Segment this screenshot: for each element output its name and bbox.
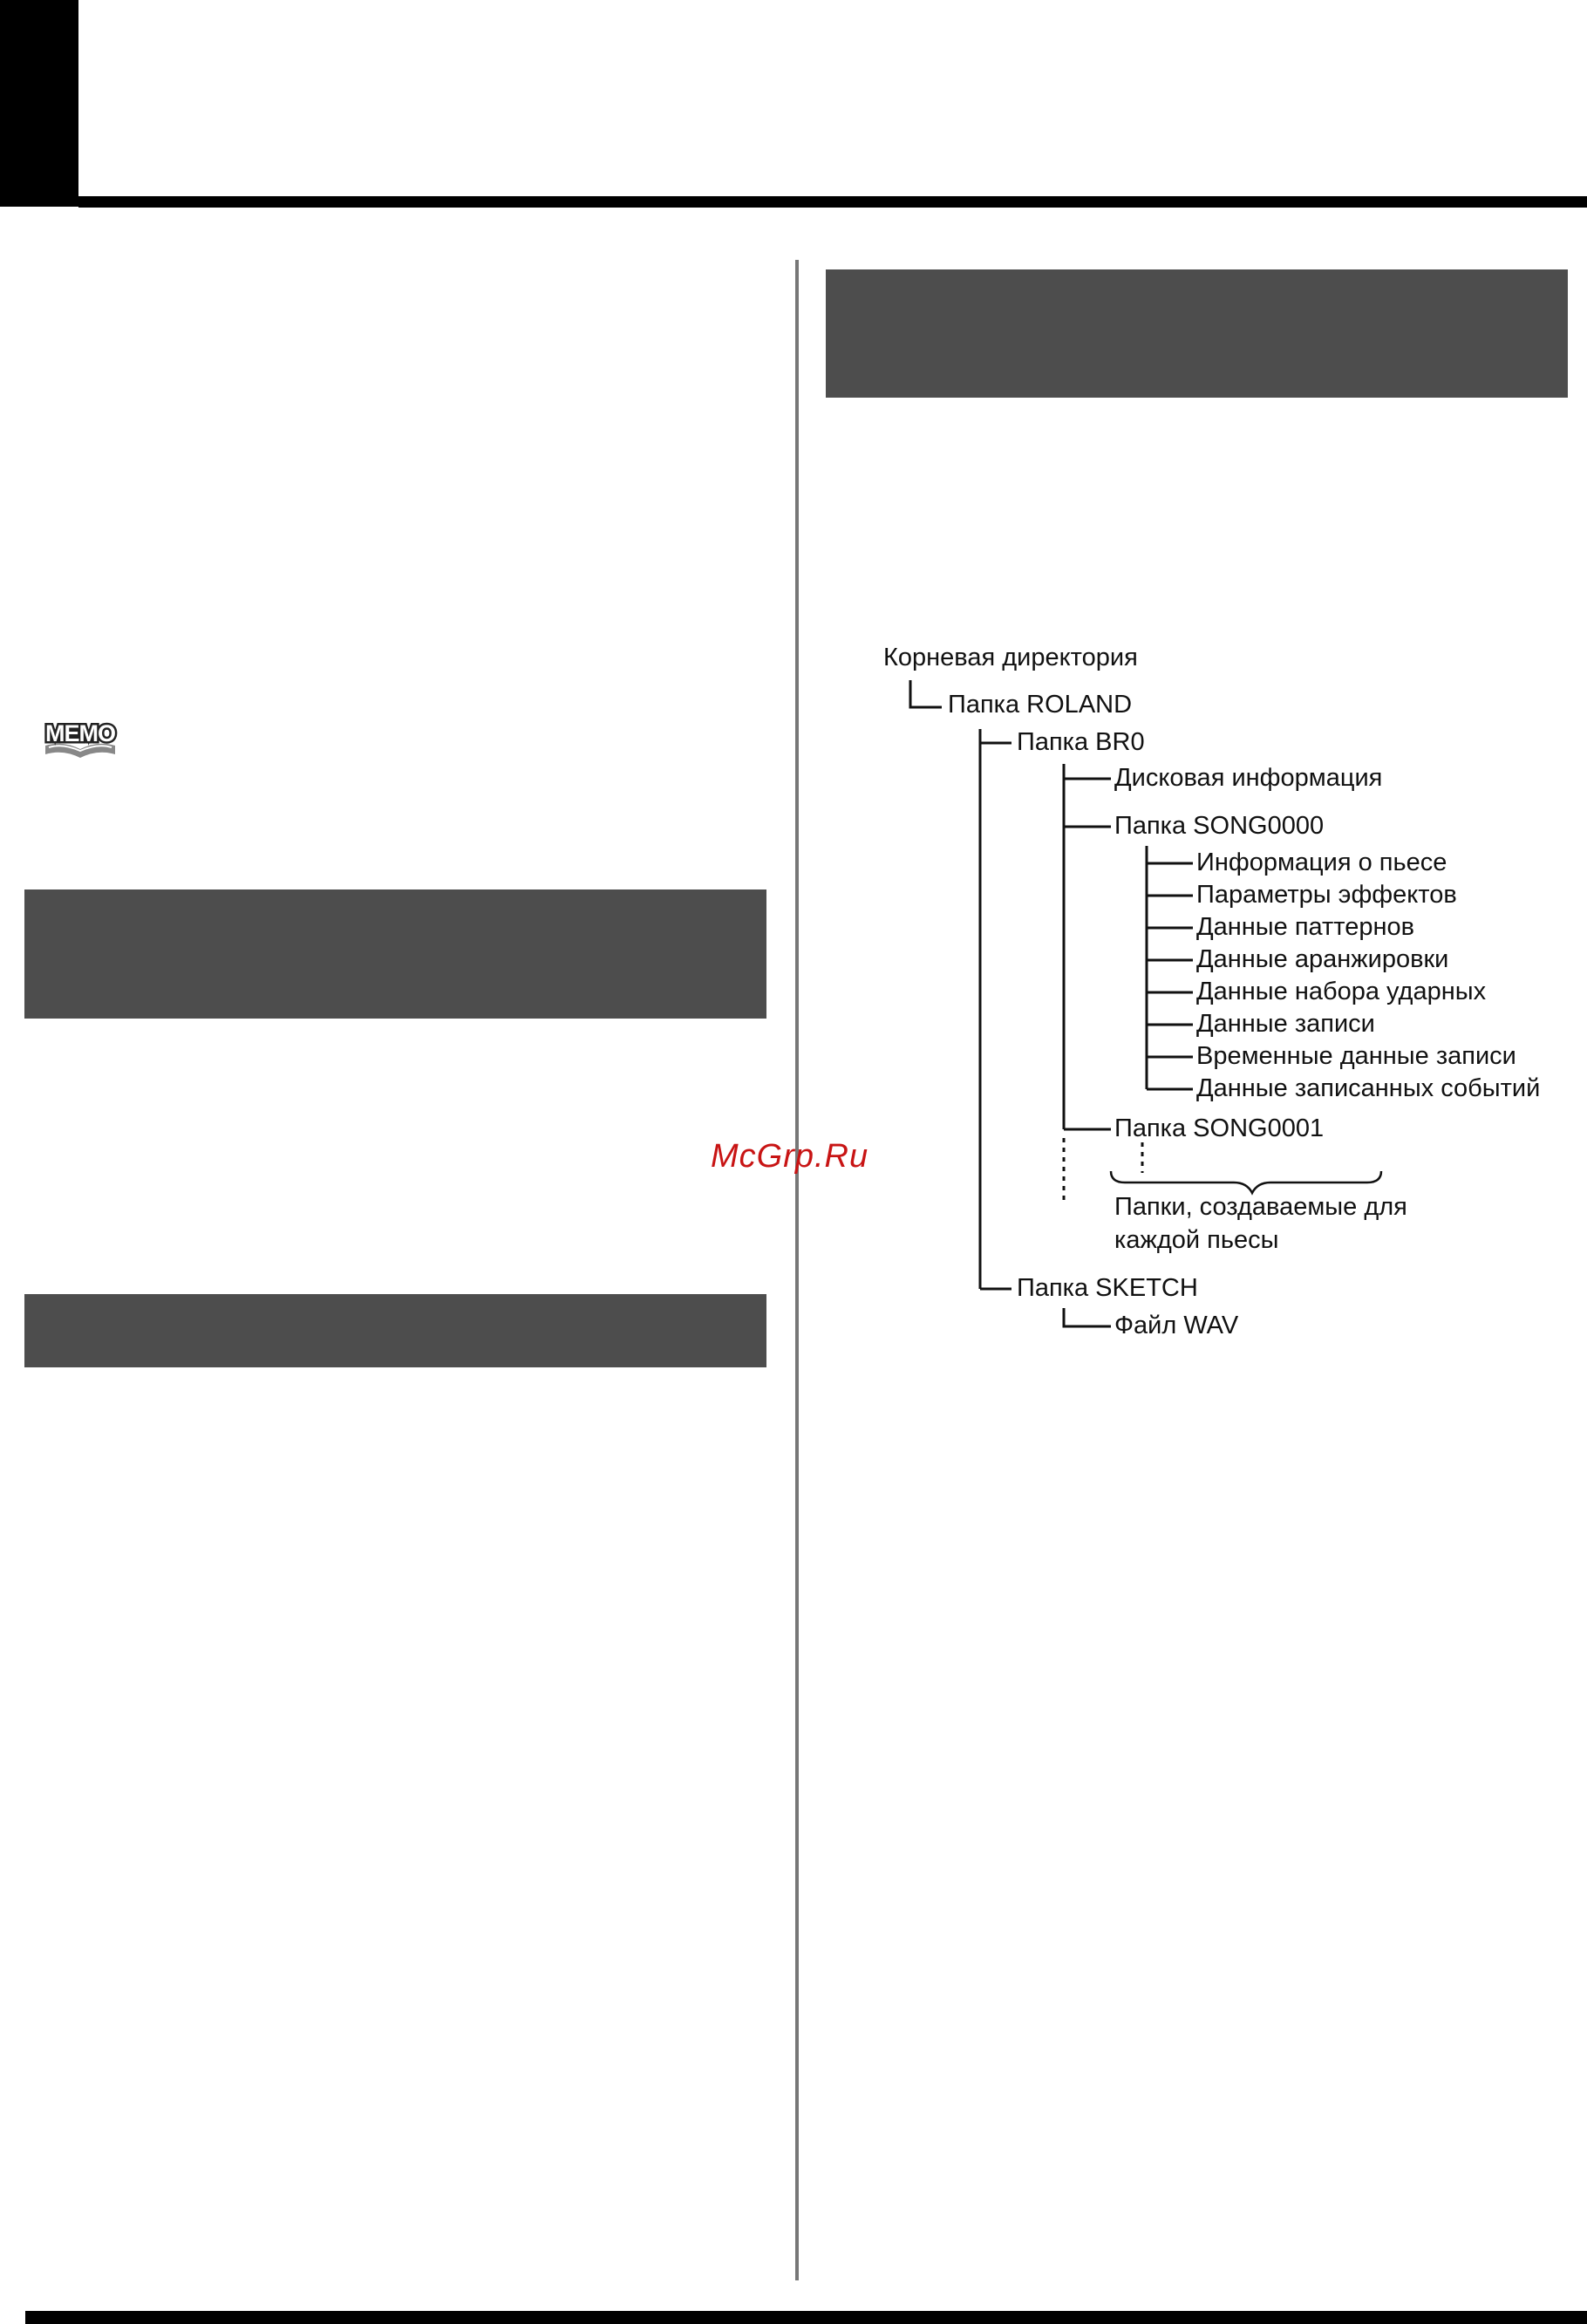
watermark: McGrp.Ru bbox=[711, 1138, 869, 1175]
tree-song-item: Временные данные записи bbox=[1196, 1042, 1516, 1070]
tree-song-item: Данные набора ударных bbox=[1196, 978, 1487, 1005]
tree-folder-sketch: Папка SKETCH bbox=[1017, 1274, 1198, 1302]
header-rule bbox=[78, 196, 1587, 208]
tree-song-item: Информация о пьесе bbox=[1196, 848, 1447, 876]
chapter-tab bbox=[0, 0, 78, 207]
tree-file-wav: Файл WAV bbox=[1114, 1312, 1239, 1339]
tree-song-item: Данные паттернов bbox=[1196, 913, 1415, 941]
tree-root-label: Корневая директория bbox=[883, 644, 1138, 671]
tree-note-line-2: каждой пьесы bbox=[1114, 1226, 1279, 1254]
tree-song-item: Параметры эффектов bbox=[1196, 881, 1457, 909]
svg-text:MEMO: MEMO bbox=[45, 720, 115, 746]
tree-folder-song0000: Папка SONG0000 bbox=[1114, 812, 1325, 840]
section-header-bar-3 bbox=[826, 269, 1568, 398]
column-divider bbox=[795, 260, 799, 2280]
tree-song-item: Данные записанных событий bbox=[1196, 1074, 1541, 1102]
tree-folder-roland: Папка ROLAND bbox=[948, 691, 1133, 719]
tree-note-line-1: Папки, создаваемые для bbox=[1114, 1193, 1407, 1221]
tree-item-disk-info: Дисковая информация bbox=[1114, 764, 1383, 792]
section-header-bar-2 bbox=[24, 1294, 766, 1367]
memo-book-icon: MEMO bbox=[44, 719, 119, 758]
section-header-bar-1 bbox=[24, 889, 766, 1019]
tree-folder-song0001: Папка SONG0001 bbox=[1114, 1114, 1325, 1142]
tree-song-item: Данные записи bbox=[1196, 1010, 1375, 1038]
tree-folder-br0: Папка BR0 bbox=[1017, 728, 1145, 756]
footer-rule bbox=[25, 2311, 1587, 2324]
tree-song-item: Данные аранжировки bbox=[1196, 945, 1449, 973]
